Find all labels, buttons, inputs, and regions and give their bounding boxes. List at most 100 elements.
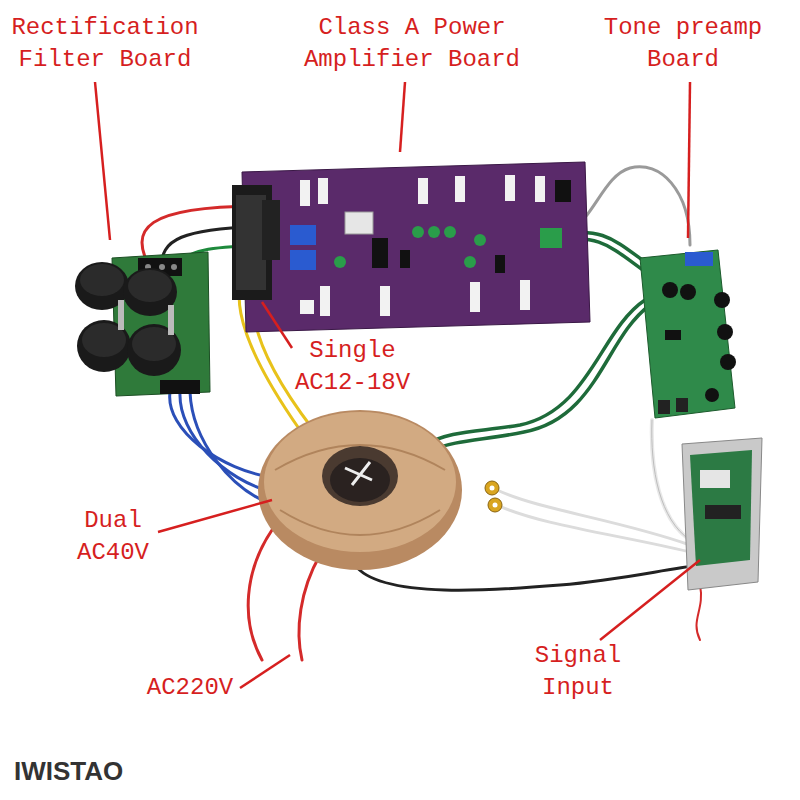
leader-lines: [158, 500, 272, 532]
label-text: IWISTAO: [14, 756, 123, 786]
amplifier-board: [464, 256, 476, 268]
amplifier-board: [345, 212, 373, 234]
signal-callout: Signal Input: [528, 640, 628, 704]
toroidal-transformer: [345, 462, 372, 485]
amplifier-board: [372, 238, 388, 268]
wires: [497, 505, 690, 552]
amplifier-board: [300, 300, 314, 314]
leader-lines: [95, 82, 110, 240]
rectifier-board: [168, 305, 174, 335]
rectifier-board: [128, 270, 172, 302]
leader-lines: [240, 655, 290, 688]
wires: [432, 305, 650, 450]
wires: [696, 585, 701, 640]
leader-lines: [400, 82, 405, 152]
amplifier-board: [290, 225, 316, 245]
amplifier-board: [400, 250, 410, 268]
amplifier-board: [455, 176, 465, 202]
board-callout: Tone preamp Board: [598, 12, 768, 76]
amplifier-board: [334, 256, 346, 268]
voltage-callout: Single AC12-18V: [290, 335, 415, 399]
tone-board: [658, 400, 670, 414]
label-text: Rectification Filter Board: [11, 14, 198, 73]
bluetooth-module: [705, 505, 741, 519]
bluetooth-module: [682, 438, 762, 590]
label-text: AC220V: [147, 674, 233, 701]
amplifier-board: [412, 226, 424, 238]
bluetooth-module: [690, 450, 752, 566]
toroidal-transformer: [264, 412, 456, 552]
voltage-callout: AC220V: [140, 672, 240, 704]
amplifier-board: [505, 175, 515, 201]
rectifier-board: [159, 264, 165, 270]
tone-board: [662, 282, 678, 298]
leader-lines: [262, 302, 292, 348]
amplifier-board: [540, 228, 562, 248]
rectifier-board: [112, 252, 210, 396]
leader-lines: [600, 560, 700, 640]
amplifier-board: [495, 255, 505, 273]
wires: [248, 530, 272, 660]
wires: [355, 565, 700, 590]
tone-board: [714, 292, 730, 308]
amplifier-board: [470, 282, 480, 312]
tone-board: [705, 388, 719, 402]
leader-lines: [95, 82, 700, 688]
bluetooth-module: [700, 470, 730, 488]
wires: [299, 555, 320, 660]
rca-jacks: [485, 481, 499, 495]
amplifier-board: [262, 200, 280, 260]
tone-board: [676, 398, 688, 412]
amplifier-board: [290, 250, 316, 270]
wires: [497, 490, 690, 545]
label-text: Signal Input: [535, 642, 621, 701]
amplifier-board: [428, 226, 440, 238]
amplifier-board: [236, 195, 266, 290]
amplifier-board: [300, 180, 310, 206]
rca-jacks: [485, 481, 502, 512]
amplifier-board: [555, 180, 571, 202]
tone-board: [720, 354, 736, 370]
label-text: Tone preamp Board: [604, 14, 762, 73]
rca-jacks: [488, 498, 502, 512]
amplifier-board: [380, 286, 390, 316]
amplifier-board: [444, 226, 456, 238]
amplifier-board: [520, 280, 530, 310]
tone-board: [685, 252, 713, 266]
tone-board: [640, 250, 735, 418]
rectifier-board: [75, 252, 210, 396]
rectifier-board: [171, 264, 177, 270]
toroidal-transformer: [258, 410, 462, 570]
toroidal-transformer: [330, 458, 390, 502]
label-text: Dual AC40V: [77, 507, 149, 566]
rectifier-board: [118, 300, 124, 330]
label-text: Single AC12-18V: [295, 337, 410, 396]
toroidal-transformer: [258, 410, 462, 570]
toroidal-transformer: [275, 445, 445, 535]
amplifier-board: [242, 162, 590, 332]
rca-jacks: [490, 486, 495, 491]
bluetooth-module: [682, 438, 762, 590]
board-callout: Rectification Filter Board: [5, 12, 205, 76]
rectifier-board: [160, 380, 200, 394]
amplifier-board: [474, 234, 486, 246]
amplifier-board: [318, 178, 328, 204]
tone-board: [717, 324, 733, 340]
toroidal-transformer: [322, 446, 398, 506]
tone-board: [680, 284, 696, 300]
wires: [180, 392, 272, 492]
tone-board: [665, 330, 681, 340]
amplifier-board: [320, 286, 330, 316]
tone-board: [640, 250, 736, 418]
board-callout: Class A Power Amplifier Board: [297, 12, 527, 76]
amplifier-board: [535, 176, 545, 202]
watermark: IWISTAO: [14, 755, 214, 787]
amplifier-board: [418, 178, 428, 204]
voltage-callout: Dual AC40V: [68, 505, 158, 569]
rca-jacks: [493, 503, 498, 508]
leader-lines: [688, 82, 690, 238]
wires: [570, 167, 690, 245]
